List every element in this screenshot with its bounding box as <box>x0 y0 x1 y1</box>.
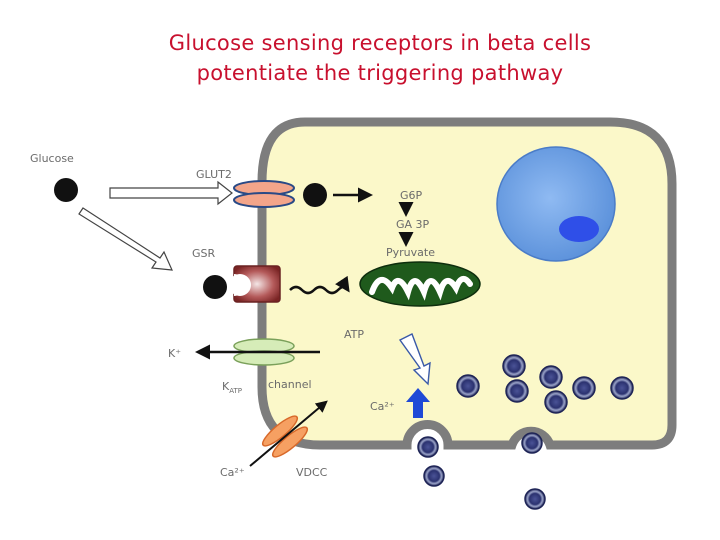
channel-label: channel <box>268 378 312 391</box>
glut2-transporter <box>233 180 295 208</box>
ga3p-label: GA 3P <box>396 218 430 231</box>
nucleolus <box>559 216 599 242</box>
title-line-1: Glucose sensing receptors in beta cells <box>168 31 592 55</box>
k-plus-label: K⁺ <box>168 347 181 360</box>
ca-inside-label: Ca²⁺ <box>370 400 395 413</box>
ca-influx-arrow <box>249 400 328 467</box>
gsr-signal-arrow <box>289 275 350 295</box>
gsr-label: GSR <box>192 247 216 260</box>
pyruvate-label: Pyruvate <box>386 246 435 259</box>
granule <box>505 379 529 403</box>
granule <box>502 354 526 378</box>
granule <box>610 376 634 400</box>
glucose-to-gsr-arrow <box>78 207 173 271</box>
granule <box>572 376 596 400</box>
granule <box>417 436 439 458</box>
mitochondrion <box>359 261 481 307</box>
katp-label: KATP <box>222 380 242 395</box>
glucose-to-glut2-arrow <box>109 180 233 206</box>
granule <box>544 390 568 414</box>
nucleus <box>496 146 616 262</box>
granule <box>423 465 445 487</box>
glucose-bound <box>203 275 227 299</box>
ca-blue-arrow <box>406 388 430 418</box>
atp-label: ATP <box>344 328 364 341</box>
glucose-label: Glucose <box>30 152 74 165</box>
ca-outside-label: Ca²⁺ <box>220 466 245 479</box>
glucose-inside <box>303 183 327 207</box>
granule <box>524 488 546 510</box>
insulin-granules <box>417 354 634 510</box>
granule <box>521 432 543 454</box>
title-line-2: potentiate the triggering pathway <box>196 61 564 85</box>
diagram-title: Glucose sensing receptors in beta cells … <box>0 28 720 88</box>
atp-open-arrow <box>398 333 431 386</box>
granule <box>456 374 480 398</box>
gsr-receptor <box>229 265 281 303</box>
g6p-label: G6P <box>400 189 423 202</box>
glucose-molecule <box>54 178 78 202</box>
vdcc-channel <box>261 415 309 458</box>
vdcc-label: VDCC <box>296 466 328 479</box>
glut2-label: GLUT2 <box>196 168 232 181</box>
granule <box>539 365 563 389</box>
